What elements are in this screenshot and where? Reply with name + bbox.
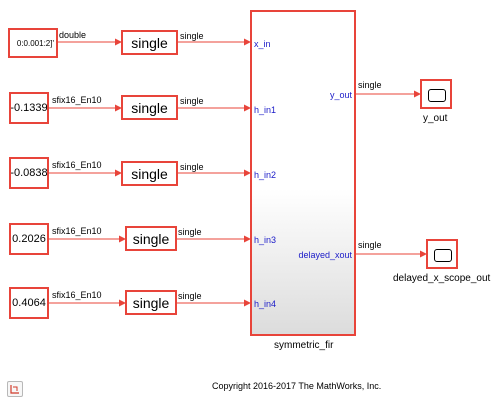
convert-block-h2[interactable]: single [121, 161, 178, 186]
output-port-label: delayed_xout [298, 250, 352, 260]
scope-icon [428, 89, 446, 102]
constant-block-h1[interactable]: -0.1339 [9, 92, 49, 124]
scope-icon [434, 249, 452, 262]
signal-type-label: sfix16_En10 [52, 160, 102, 170]
signal-type-label: single [180, 96, 204, 106]
constant-block-h4[interactable]: 0.4064 [9, 287, 49, 319]
model-browser-button[interactable] [7, 381, 23, 397]
signal-type-label: sfix16_En10 [52, 226, 102, 236]
model-browser-icon [10, 385, 19, 394]
signal-type-label: single [358, 240, 382, 250]
signal-type-label: single [358, 80, 382, 90]
symmetric-fir-subsystem[interactable]: x_in h_in1 h_in2 h_in3 h_in4 y_out delay… [250, 10, 356, 336]
convert-block-h3[interactable]: single [125, 226, 177, 251]
constant-block-x[interactable]: 0:0.001:2]' [8, 28, 58, 58]
signal-type-label: single [178, 227, 202, 237]
copyright-text: Copyright 2016-2017 The MathWorks, Inc. [212, 381, 382, 391]
signal-type-label: single [180, 31, 204, 41]
signal-type-label: double [59, 30, 87, 40]
output-port-label: y_out [329, 90, 352, 100]
constant-block-h3[interactable]: 0.2026 [9, 223, 49, 255]
scope-name: delayed_x_scope_out [393, 273, 491, 284]
signal-type-label: sfix16_En10 [52, 95, 102, 105]
convert-block-h4[interactable]: single [125, 290, 177, 315]
input-port-label: h_in1 [254, 105, 277, 115]
input-port-label: x_in [254, 39, 271, 49]
scope-block-delayed-x[interactable] [426, 239, 458, 269]
input-port-label: h_in3 [254, 235, 277, 245]
subsystem-name: symmetric_fir [274, 340, 334, 351]
input-port-label: h_in2 [254, 170, 277, 180]
convert-block-h1[interactable]: single [121, 95, 178, 120]
scope-block-y-out[interactable] [420, 79, 452, 109]
scope-name: y_out [423, 113, 448, 124]
constant-block-h2[interactable]: -0.0838 [9, 157, 49, 189]
signal-type-label: sfix16_En10 [52, 290, 102, 300]
input-port-label: h_in4 [254, 299, 277, 309]
signal-type-label: single [178, 291, 202, 301]
convert-block-x[interactable]: single [121, 30, 178, 55]
signal-type-label: single [180, 162, 204, 172]
